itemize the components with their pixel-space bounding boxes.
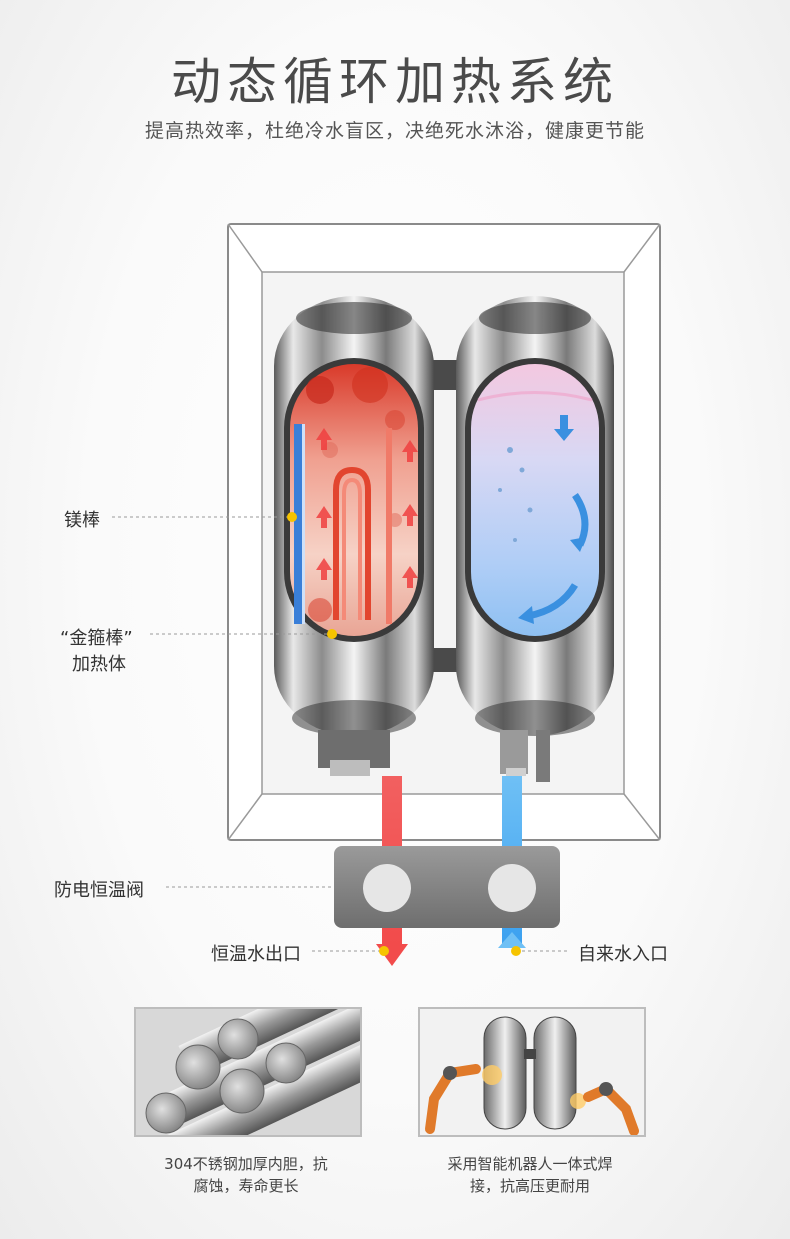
page-subtitle: 提高热效率，杜绝冷水盲区，决绝死水沐浴，健康更节能: [144, 120, 645, 142]
leader-lines: [112, 516, 570, 952]
thermostatic-valve: [334, 846, 560, 928]
stainless-steel-photo: [134, 1007, 362, 1137]
heating-system-diagram: [112, 223, 661, 966]
hot-tank: [274, 296, 434, 736]
label-thermo-valve: 防电恒温阀: [54, 880, 144, 901]
feature-caption-welding-line1: 采用智能机器人一体式焊: [447, 1155, 613, 1173]
label-heater-line2: 加热体: [72, 654, 126, 675]
feature-caption-steel-line2: 腐蚀，寿命更长: [193, 1177, 299, 1195]
robot-welding-photo: [418, 1007, 646, 1137]
pipe-fittings: [318, 730, 550, 782]
page-title: 动态循环加热系统: [171, 53, 619, 111]
feature-caption-welding-line2: 接，抗高压更耐用: [469, 1177, 590, 1195]
label-cold-inlet: 自来水入口: [578, 944, 668, 965]
label-heater-line1: “金箍棒”: [60, 628, 133, 649]
label-hot-outlet: 恒温水出口: [211, 944, 301, 965]
cold-tank: [456, 296, 614, 736]
feature-caption-steel-line1: 304不锈钢加厚内胆，抗: [164, 1155, 328, 1173]
feature-caption-steel: 304不锈钢加厚内胆，抗 腐蚀，寿命更长: [134, 1153, 358, 1197]
feature-caption-welding: 采用智能机器人一体式焊 接，抗高压更耐用: [418, 1153, 642, 1197]
label-magnesium-rod: 镁棒: [64, 510, 100, 531]
callout-dots: [287, 512, 521, 956]
cold-inlet-arrow: [498, 932, 526, 948]
